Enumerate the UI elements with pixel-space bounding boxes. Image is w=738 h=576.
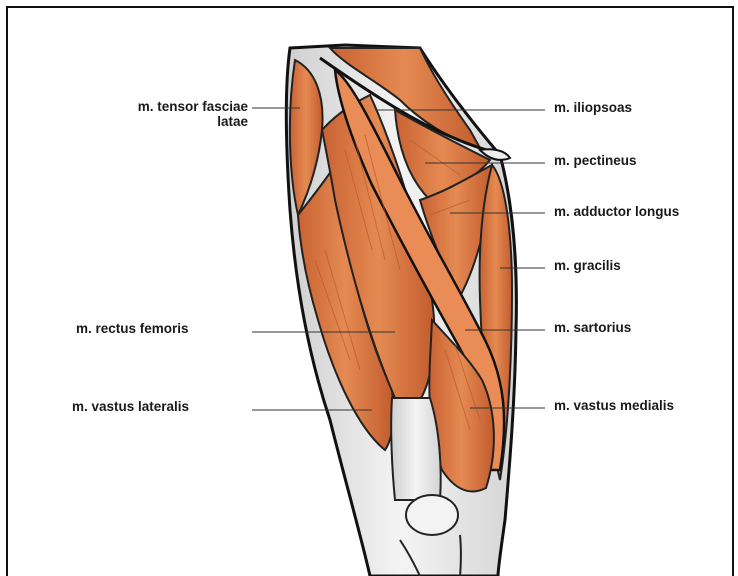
label-gracilis: m. gracilis [554, 258, 621, 273]
label-rectus-femoris: m. rectus femoris [76, 321, 189, 336]
label-adductor-longus: m. adductor longus [554, 204, 679, 219]
label-sartorius: m. sartorius [554, 320, 631, 335]
label-tensor-line1: m. tensor fasciae [76, 99, 248, 114]
label-iliopsoas: m. iliopsoas [554, 100, 632, 115]
label-vastus-lateralis: m. vastus lateralis [72, 399, 189, 414]
label-tensor-fasciae-latae: m. tensor fasciae latae [76, 99, 248, 129]
patella [406, 495, 458, 535]
label-tensor-line2: latae [76, 114, 248, 129]
label-pectineus: m. pectineus [554, 153, 637, 168]
quadriceps-tendon [391, 398, 441, 500]
label-vastus-medialis: m. vastus medialis [554, 398, 674, 413]
